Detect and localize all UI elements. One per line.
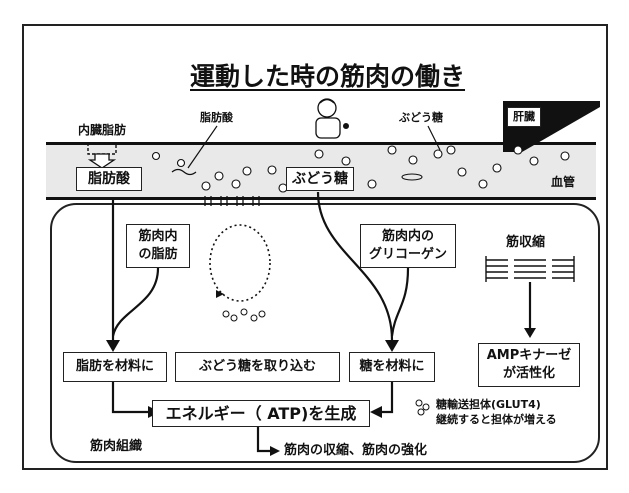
muscle-fat-box: 筋肉内 の脂肪 bbox=[126, 224, 190, 268]
sugar-as-material-box: 糖を材料に bbox=[349, 352, 435, 382]
vessel-glucose-box: ぶどう糖 bbox=[286, 167, 354, 191]
ampk-line-2: が活性化 bbox=[502, 366, 555, 381]
vessel-item-icon bbox=[401, 173, 423, 181]
ampk-line-1: AMPキナーゼ bbox=[486, 348, 572, 364]
muscle-glycogen-line-2: グリコーゲン bbox=[368, 247, 447, 262]
arrow-to-result bbox=[256, 426, 272, 453]
cycle-arrowhead bbox=[216, 290, 224, 298]
arrow-to-energy-left bbox=[111, 382, 150, 414]
energy-atp-box: エネルギー（ ATP)を生成 bbox=[152, 400, 370, 427]
arrowhead-sugar bbox=[385, 340, 399, 352]
blood-vessel-label: 血管 bbox=[551, 175, 576, 189]
arrowhead-contraction bbox=[524, 328, 536, 338]
arrow-glucose bbox=[316, 191, 394, 341]
fatty-acid-molecule-icon bbox=[171, 168, 197, 176]
ampk-box: AMPキナーゼ が活性化 bbox=[478, 343, 580, 387]
visceral-fat-icon bbox=[87, 142, 117, 155]
transporter-cluster-icon bbox=[222, 308, 430, 416]
muscle-fat-line-1: 筋肉内 bbox=[138, 229, 178, 245]
glucose-pointer bbox=[427, 125, 441, 151]
visceral-fat-arrow-icon bbox=[87, 153, 117, 169]
arrowhead-result bbox=[270, 446, 280, 456]
fat-as-material-box: 脂肪を材料に bbox=[63, 352, 167, 382]
person-icon bbox=[315, 98, 349, 139]
arrow-to-energy-right bbox=[380, 382, 394, 414]
muscle-fat-line-2: の脂肪 bbox=[138, 247, 178, 262]
membrane-channels bbox=[204, 196, 260, 206]
muscle-tissue-label: 筋肉組織 bbox=[90, 439, 143, 454]
arrowhead-fat bbox=[106, 340, 120, 352]
muscle-glycogen-box: 筋肉内の グリコーゲン bbox=[360, 224, 456, 268]
transporter-note-line-2: 継続すると担体が増える bbox=[436, 413, 557, 426]
liver-label: 肝臓 bbox=[507, 107, 541, 127]
visceral-fat-label: 内臓脂肪 bbox=[78, 123, 127, 137]
arrow-glycogen bbox=[390, 267, 410, 337]
arrowhead-energy-right bbox=[370, 406, 382, 418]
vessel-fatty-acid-box: 脂肪酸 bbox=[76, 167, 142, 191]
glucose-particles bbox=[151, 145, 570, 193]
slide-title: 運動した時の筋肉の働き bbox=[190, 62, 466, 91]
result-label: 筋肉の収縮、筋肉の強化 bbox=[284, 443, 428, 458]
muscle-glycogen-line-1: 筋肉内の bbox=[381, 229, 434, 245]
arrow-muscle-fat bbox=[111, 267, 160, 337]
transporter-note-line-1: 糖輸送担体(GLUT4) bbox=[436, 398, 541, 411]
fatty-acid-label: 脂肪酸 bbox=[200, 111, 233, 124]
fatty-acid-pointer bbox=[187, 125, 218, 169]
glucose-uptake-cycle bbox=[209, 224, 271, 302]
muscle-fiber-icon bbox=[485, 256, 575, 282]
contraction-label: 筋収縮 bbox=[506, 235, 546, 250]
glucose-label: ぶどう糖 bbox=[399, 111, 443, 124]
take-in-glucose-box: ぶどう糖を取り込む bbox=[175, 352, 340, 382]
